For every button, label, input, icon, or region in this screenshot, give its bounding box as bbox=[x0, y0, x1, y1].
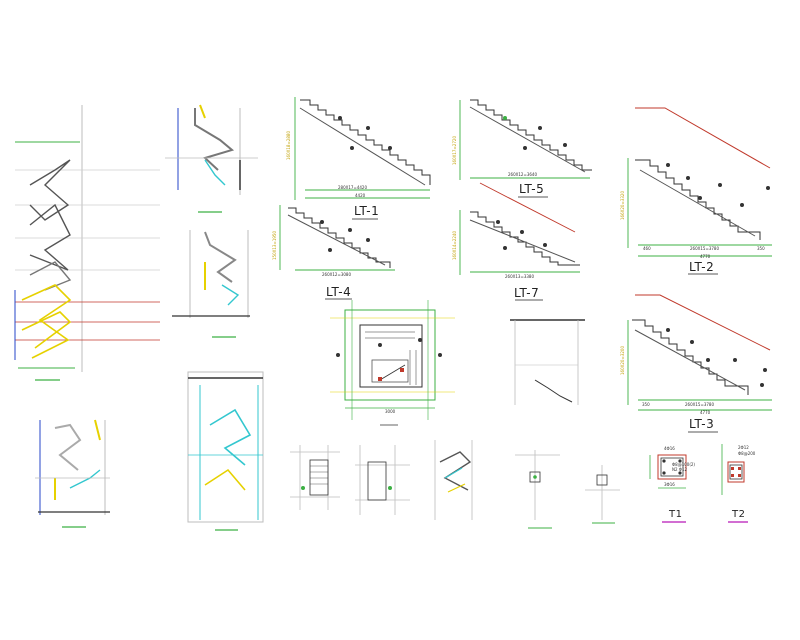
stair-lt1: 160X18=2880 280X17=4420 4420 bbox=[286, 97, 431, 220]
main-stair-elevation bbox=[14, 105, 160, 381]
lt5-run-dim: 260X12=3640 bbox=[508, 172, 537, 177]
beam-section-t2: 2Φ12 Φ8@200 bbox=[721, 444, 756, 523]
t1-top-rebar: 4Φ16 bbox=[664, 446, 675, 451]
lt2-title: LT-2 bbox=[689, 260, 715, 274]
t2-top-rebar: 2Φ12 bbox=[738, 445, 749, 450]
lt4-title: LT-4 bbox=[326, 285, 352, 299]
lt2-right-dim: 350 bbox=[757, 246, 765, 251]
elevation-detail-1 bbox=[165, 104, 258, 213]
lt3-title: LT-3 bbox=[689, 417, 715, 431]
t1-stirrup: Φ8@100(2) bbox=[672, 462, 695, 467]
t1-bottom-rebar: 3Φ16 bbox=[664, 482, 675, 487]
detail-plan-b bbox=[355, 445, 410, 515]
t1-title: T1 bbox=[669, 509, 683, 520]
detail-elevation-f bbox=[510, 319, 585, 405]
lt7-title: LT-7 bbox=[514, 286, 540, 300]
lt3-rise-dim: 160X20=3200 bbox=[620, 346, 625, 375]
plan-width-dim: 3000 bbox=[385, 409, 396, 414]
lt1-total-dim: 4420 bbox=[355, 193, 366, 198]
lt3-left-dim: 350 bbox=[642, 402, 650, 407]
detail-section-d bbox=[515, 450, 560, 529]
beam-section-t1: 4Φ16 Φ8@100(2) N2 Φ12 3Φ16 bbox=[649, 446, 695, 523]
t2-title: T2 bbox=[732, 509, 746, 520]
lt1-title: LT-1 bbox=[354, 204, 380, 218]
stair-lt5: 160X17=2720 260X12=3640 bbox=[452, 99, 592, 198]
lt3-run-dim: 260X15=3780 bbox=[685, 402, 714, 407]
lt5-rise-dim: 160X17=2720 bbox=[452, 136, 457, 165]
detail-section-e bbox=[585, 465, 620, 524]
cyan-section bbox=[187, 371, 264, 531]
t2-stirrup: Φ8@200 bbox=[738, 451, 756, 456]
lt1-run-dim: 280X17=4420 bbox=[338, 185, 367, 190]
detail-row bbox=[290, 319, 620, 529]
lt2-left-dim: 460 bbox=[643, 246, 651, 251]
t1-side-rebar: N2 Φ12 bbox=[672, 467, 688, 472]
lt4-run-dim: 260X12=3080 bbox=[322, 272, 351, 277]
lt2-total-dim: 4770 bbox=[700, 254, 711, 259]
lt2-run-dim: 260X15=3780 bbox=[690, 246, 719, 251]
lt7-run-dim: 260X13=3380 bbox=[505, 274, 534, 279]
stair-lt7: 160X14=2240 260X13=3380 bbox=[452, 182, 580, 301]
detail-plan-a bbox=[290, 445, 340, 510]
lt3-total-dim: 4770 bbox=[700, 410, 711, 415]
elevation-detail-3 bbox=[35, 419, 110, 528]
stair-plan: 3000 bbox=[330, 300, 455, 426]
lt4-rise-dim: 150X13=1950 bbox=[272, 231, 277, 260]
lt1-rise-dim: 160X18=2880 bbox=[286, 131, 291, 160]
lt2-rise-dim: 166X20=3320 bbox=[620, 191, 625, 220]
stair-lt4: 150X13=1950 260X12=3080 bbox=[272, 205, 395, 300]
stair-lt2: 166X20=3320 460 260X15=3780 350 4770 bbox=[620, 107, 772, 275]
detail-elevation-c bbox=[434, 440, 473, 520]
elevation-detail-2 bbox=[172, 230, 250, 338]
lt7-rise-dim: 160X14=2240 bbox=[452, 231, 457, 260]
stair-lt3: 160X20=3200 350 260X15=3780 4770 bbox=[620, 294, 772, 433]
lt5-title: LT-5 bbox=[519, 182, 545, 196]
